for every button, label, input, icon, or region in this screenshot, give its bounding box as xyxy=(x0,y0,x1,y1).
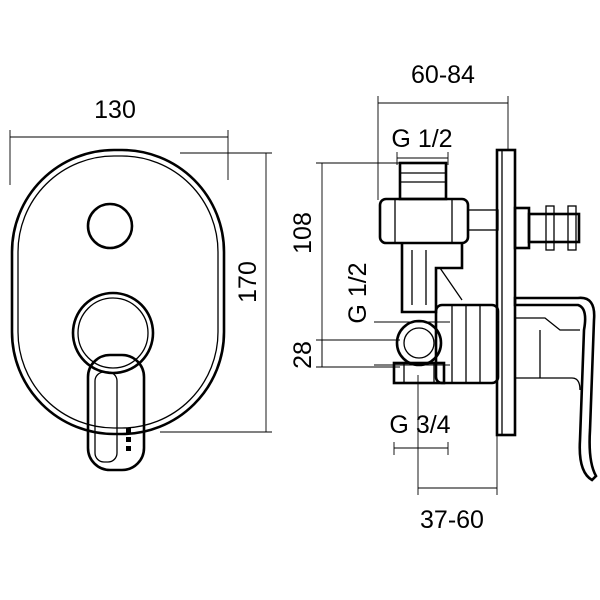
lever-handle xyxy=(71,291,155,472)
lever-base-outer xyxy=(71,291,155,375)
diverter-stem-ring-2 xyxy=(567,205,577,251)
side-lever-detail-2 xyxy=(515,377,581,391)
side-view: 60-84 G 1/2 108 G 1/2 28 G 3/4 37-60 xyxy=(289,61,598,534)
side-inlet-outer xyxy=(395,319,443,367)
bottom-inlet-nut xyxy=(392,361,446,385)
wall-plate xyxy=(495,148,517,437)
lever-mark-1 xyxy=(126,428,131,433)
valve-riser-brace xyxy=(439,267,463,301)
dim-28-label: 28 xyxy=(289,341,317,369)
lever-arm xyxy=(86,353,146,472)
wall-depth-label: 37-60 xyxy=(420,506,484,534)
mixer-cartridge xyxy=(434,303,500,385)
width-dimension-label: 130 xyxy=(94,96,136,124)
top-outlet-body xyxy=(378,197,470,245)
lever-slot xyxy=(94,371,118,463)
diverter-stem-collar xyxy=(513,206,531,250)
side-thread-label: G 1/2 xyxy=(344,262,372,323)
cover-plate-outer xyxy=(10,148,226,436)
diverter-stem-ring-1 xyxy=(545,205,555,251)
top-thread-label: G 1/2 xyxy=(391,125,452,153)
top-outlet-nut xyxy=(398,161,448,201)
diverter-stem xyxy=(513,205,581,251)
depth-dimension-label: 60-84 xyxy=(411,61,475,89)
top-outlet xyxy=(378,161,499,245)
top-outlet-connector xyxy=(467,209,499,231)
height-dimension-label: 170 xyxy=(234,261,262,303)
side-lever-outline xyxy=(513,296,598,482)
cover-plate-inner xyxy=(17,155,219,429)
valve-riser-detail xyxy=(411,250,427,305)
lever-base-inner xyxy=(77,297,149,369)
bottom-thread-label: G 3/4 xyxy=(389,411,450,439)
diverter-button xyxy=(86,202,134,250)
valve-riser xyxy=(400,243,464,314)
mixer-body xyxy=(392,303,500,385)
lever-mark-3 xyxy=(126,446,131,451)
dim-108-label: 108 xyxy=(289,212,317,254)
front-view: 130 170 xyxy=(9,96,272,472)
side-inlet-inner xyxy=(403,327,435,359)
side-lever-detail-1 xyxy=(515,317,580,331)
lever-mark-2 xyxy=(126,437,131,442)
side-lever xyxy=(513,296,598,482)
